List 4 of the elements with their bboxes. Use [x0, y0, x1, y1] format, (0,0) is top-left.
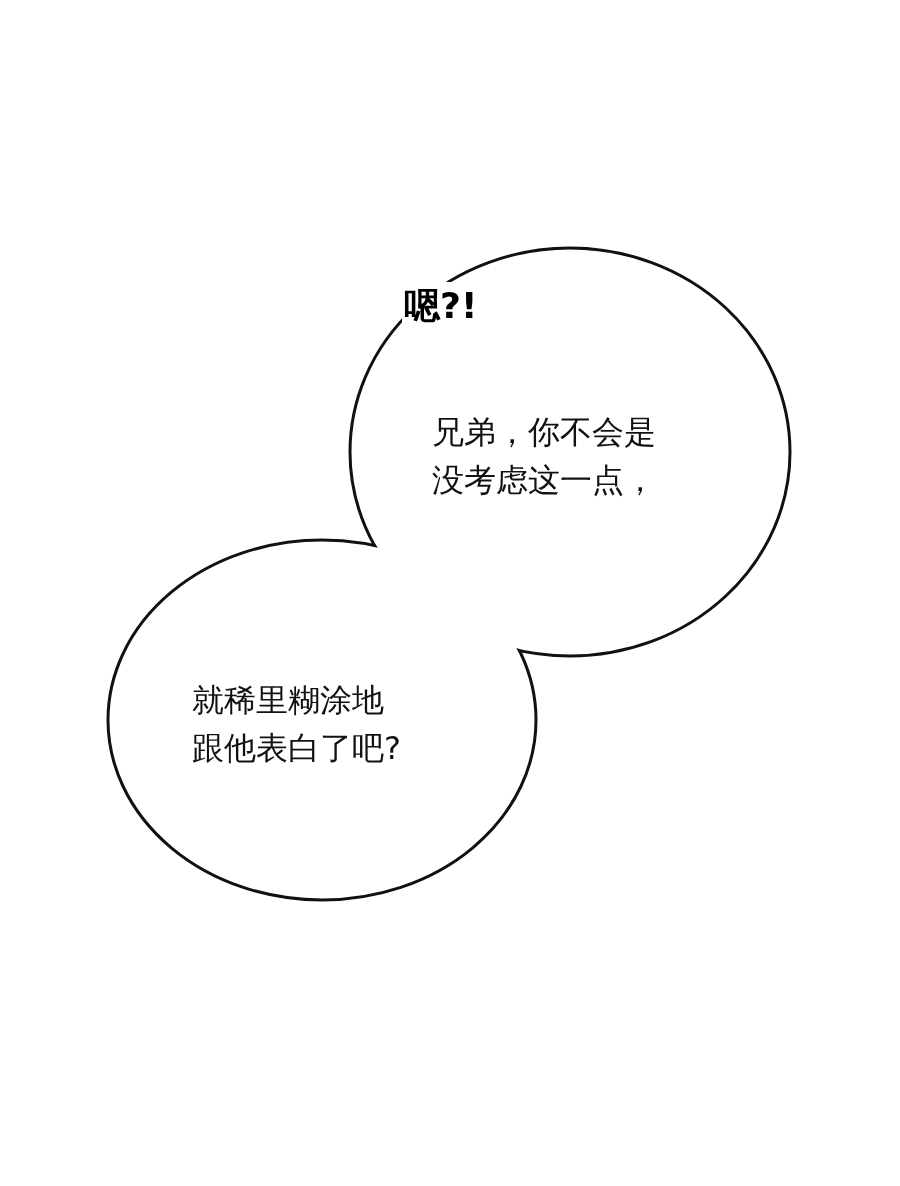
- dialogue-text: 兄弟，你不会是没考虑这一点，: [432, 412, 657, 501]
- speech-bubble: [108, 540, 536, 900]
- dialogue-text: 就稀里糊涂地跟他表白了吧?: [192, 680, 402, 769]
- speech-bubble: [350, 248, 790, 656]
